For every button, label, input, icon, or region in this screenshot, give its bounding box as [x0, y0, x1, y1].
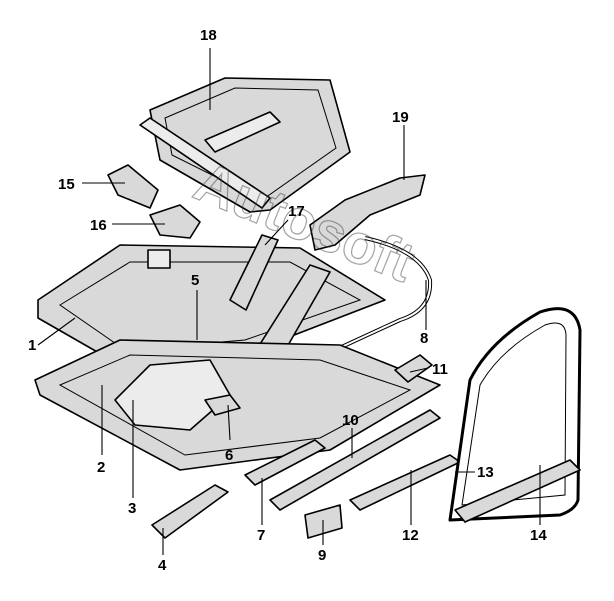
callout-12: 12: [402, 527, 419, 544]
callout-3: 3: [128, 500, 136, 517]
leader-lines: [37, 48, 541, 555]
callout-7: 7: [257, 527, 265, 544]
part-13-door-seal: [448, 307, 582, 522]
part-7-sill: [244, 439, 326, 486]
part-15-bracket: [107, 164, 159, 209]
callout-10: 10: [342, 412, 359, 429]
part-17-pillar: [229, 234, 279, 311]
part-roof-panel: [139, 77, 351, 213]
callout-labels: 18 15 16 17 19 5 1 8 11 10 2 6 13 3 7 12…: [28, 27, 547, 574]
callout-11: 11: [432, 361, 448, 378]
callout-6: 6: [225, 447, 233, 464]
part-14-sill: [454, 459, 581, 523]
callout-14: 14: [530, 527, 547, 544]
part-8-cable: [269, 236, 433, 382]
part-10-rocker: [269, 409, 441, 511]
part-12-rocker: [349, 454, 461, 511]
callout-15: 15: [58, 176, 75, 193]
part-11-bracket: [394, 354, 433, 383]
callout-8: 8: [420, 330, 428, 347]
part-16-bracket: [149, 204, 201, 239]
callout-18: 18: [200, 27, 217, 44]
callout-16: 16: [90, 217, 107, 234]
callout-17: 17: [288, 203, 305, 220]
part-19-pillar: [309, 174, 426, 251]
callout-5: 5: [191, 272, 199, 289]
callout-2: 2: [97, 459, 105, 476]
callout-9: 9: [318, 547, 326, 564]
callout-19: 19: [392, 109, 409, 126]
callout-1: 1: [28, 337, 36, 354]
callout-4: 4: [158, 557, 167, 574]
callout-13: 13: [477, 464, 494, 481]
part-6-bracket: [204, 394, 241, 416]
part-4-sill: [151, 484, 229, 539]
